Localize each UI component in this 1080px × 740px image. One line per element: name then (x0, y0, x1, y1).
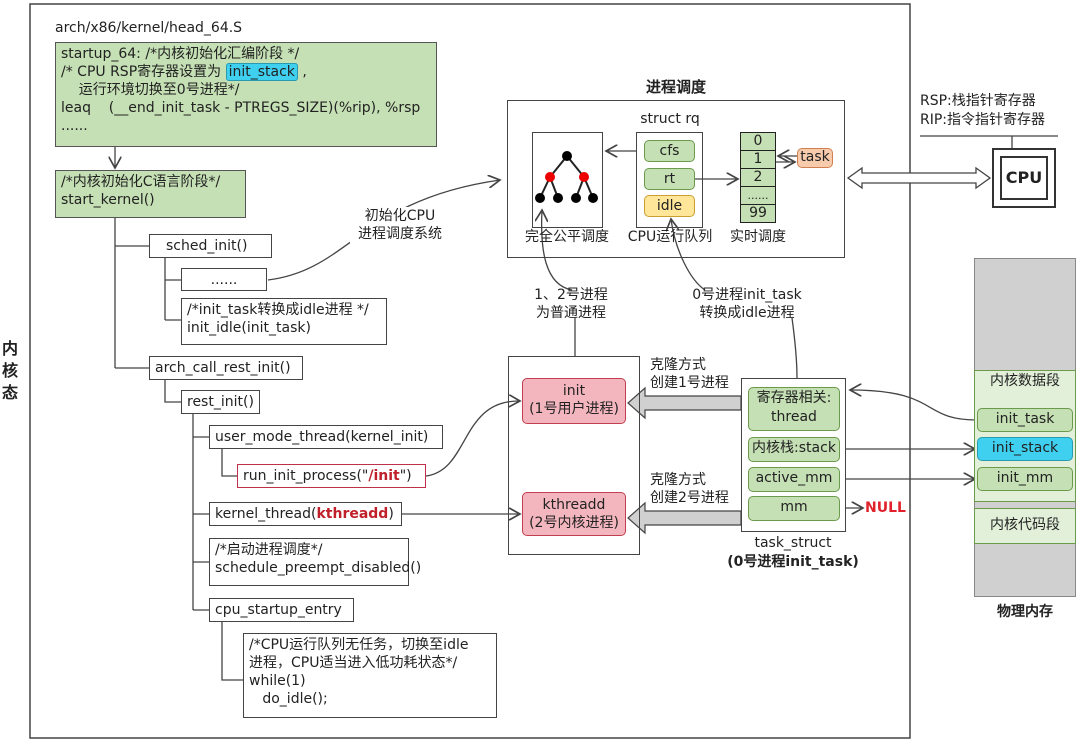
init-cpu-label: 初始化CPU 进程调度系统 (350, 207, 450, 243)
init-process: init (1号用户进程) (522, 378, 626, 424)
rq-caption: CPU运行队列 (627, 229, 713, 245)
kernel-code-segment: 内核代码段 (974, 508, 1076, 544)
schedule-comment: /*启动进程调度*/ schedule_preempt_disabled() (209, 538, 421, 586)
mem-init-stack: init_stack (977, 437, 1073, 461)
kthreadd-process: kthreadd (2号内核进程) (522, 492, 626, 536)
mem-init-task: init_task (977, 408, 1073, 432)
rt-row: ...... (741, 187, 775, 205)
ts-active-mm: active_mm (748, 467, 840, 492)
rq-label: struct rq (640, 111, 700, 127)
note-idle: 0号进程init_task 转换成idle进程 (692, 287, 802, 321)
asm-box: startup_64: /*内核初始化汇编阶段 */ /* CPU RSP寄存器… (55, 42, 437, 147)
ts-stack: 内核栈:stack (748, 437, 840, 462)
ts-thread: 寄存器相关: thread (748, 387, 840, 431)
arch-call-rest-init: arch_call_rest_init() (149, 356, 303, 380)
rq-rt: rt (644, 168, 695, 190)
memory-label: 物理内存 (997, 604, 1053, 620)
sched-box (507, 100, 845, 258)
mem-init-mm: init_mm (977, 467, 1073, 491)
data-seg-label: 内核数据段 (990, 373, 1060, 389)
rq-cfs: cfs (644, 140, 695, 162)
rq-idle: idle (644, 195, 695, 217)
rt-row: 1 (741, 151, 775, 169)
idle-loop-box: /*CPU运行队列无任务，切换至idle 进程，CPU适当进入低功耗状态*/ w… (243, 633, 497, 718)
task-struct-caption: task_struct (754, 535, 832, 551)
ellipsis-box: ...... (181, 268, 267, 291)
user-mode-thread: user_mode_thread(kernel_init) (209, 425, 443, 449)
init-idle-box: /*init_task转换成idle进程 */ init_idle(init_t… (181, 298, 387, 345)
clone1-label: 克隆方式 创建1号进程 (650, 357, 729, 391)
rt-row: 99 (741, 205, 775, 222)
init-stack-highlight: init_stack (225, 63, 298, 81)
clone2-label: 克隆方式 创建2号进程 (650, 472, 729, 506)
rest-init: rest_init() (181, 390, 260, 414)
process-box (508, 356, 640, 555)
rb-tree-icon (535, 151, 598, 203)
rsp-label: RSP:栈指针寄存器 (920, 93, 1036, 109)
task-struct-caption2: (0号进程init_task) (727, 554, 859, 570)
file-path: arch/x86/kernel/head_64.S (55, 20, 243, 36)
rt-task: task (797, 148, 833, 168)
c-init-box: /*内核初始化C语言阶段*/ start_kernel() (55, 170, 246, 218)
cfs-label: 完全公平调度 (525, 229, 609, 245)
sched-title: 进程调度 (645, 78, 706, 96)
rt-label: 实时调度 (730, 229, 786, 245)
rq-box (636, 132, 703, 228)
run-init-process: run_init_process("/init") (237, 464, 426, 488)
note-normal: 1、2号进程 为普通进程 (534, 287, 608, 321)
kernel-thread: kernel_thread(kthreadd) (209, 502, 402, 526)
cpu-label: CPU (1000, 156, 1048, 200)
rip-label: RIP:指令指针寄存器 (920, 112, 1046, 128)
side-label: 内核态 (2, 339, 19, 402)
cfs-tree-box (532, 132, 603, 228)
null-label: NULL (865, 500, 906, 516)
sched-init-call: sched_init() (149, 234, 272, 258)
rt-array: 0 1 2 ...... 99 (740, 132, 776, 223)
ts-mm: mm (748, 496, 840, 521)
cpu-startup-entry: cpu_startup_entry (209, 598, 354, 622)
cpu-chip: CPU (992, 148, 1056, 208)
rt-row: 0 (741, 133, 775, 151)
rt-row: 2 (741, 169, 775, 187)
